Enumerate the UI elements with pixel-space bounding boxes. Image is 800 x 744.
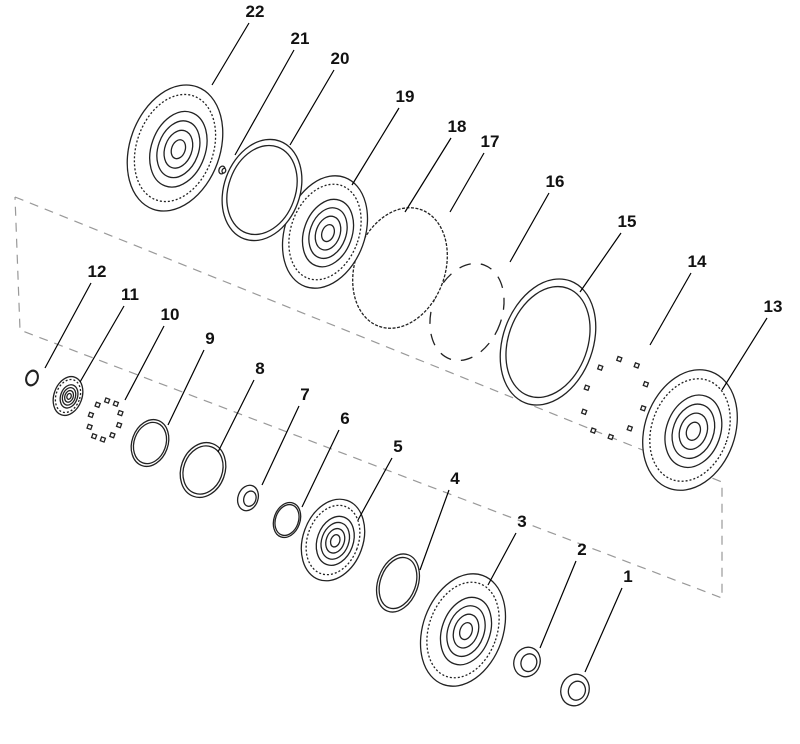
leader-line-20 [289, 69, 335, 146]
callout-13: 13 [764, 297, 783, 316]
leader-line-18 [404, 137, 452, 213]
callout-12: 12 [88, 262, 107, 281]
callout-7: 7 [300, 385, 309, 404]
callout-15: 15 [618, 212, 637, 231]
leader-line-19 [351, 107, 400, 186]
leader-line-13 [721, 317, 768, 391]
callout-6: 6 [340, 409, 349, 428]
leader-line-12 [44, 282, 92, 369]
leader-line-21 [234, 49, 295, 156]
leader-line-15 [579, 232, 622, 293]
part-12 [25, 369, 39, 387]
leader-line-6 [301, 429, 340, 508]
leader-line-22 [211, 22, 250, 86]
leader-line-9 [167, 349, 205, 426]
part-3 [419, 573, 507, 687]
callout-22: 22 [246, 2, 265, 21]
callout-1: 1 [623, 567, 632, 586]
callout-10: 10 [161, 305, 180, 324]
callout-19: 19 [396, 87, 415, 106]
part-10 [86, 397, 124, 443]
part-21 [218, 165, 227, 175]
part-11 [52, 375, 84, 417]
leader-line-16 [509, 192, 550, 263]
leader-line-2 [539, 560, 577, 649]
leader-line-7 [261, 405, 300, 486]
callout-17: 17 [481, 132, 500, 151]
part-19 [281, 175, 369, 289]
leader-line-11 [79, 305, 125, 383]
callout-9: 9 [205, 329, 214, 348]
callout-5: 5 [393, 437, 402, 456]
leader-line-14 [649, 272, 692, 346]
callout-20: 20 [331, 49, 350, 68]
leader-line-3 [487, 532, 517, 586]
part-1 [560, 673, 590, 707]
callout-4: 4 [450, 469, 460, 488]
callout-14: 14 [688, 252, 707, 271]
leader-line-10 [124, 325, 165, 401]
part-6 [272, 501, 302, 539]
callout-18: 18 [448, 117, 467, 136]
leader-line-4 [419, 489, 450, 571]
part-22 [126, 84, 224, 212]
part-13 [642, 369, 738, 491]
callout-3: 3 [517, 512, 526, 531]
callout-11: 11 [121, 285, 139, 304]
leader-line-5 [357, 457, 393, 521]
callout-21: 21 [291, 29, 310, 48]
leader-line-17 [449, 152, 485, 213]
part-2 [513, 646, 541, 678]
callout-16: 16 [546, 172, 565, 191]
leader-line-1 [584, 587, 623, 673]
part-14 [580, 355, 650, 441]
part-15 [499, 278, 597, 406]
part-4 [375, 553, 421, 613]
part-9 [130, 418, 170, 468]
part-8 [179, 441, 227, 499]
leader-line-8 [217, 379, 255, 453]
part-20 [221, 138, 303, 242]
callout-8: 8 [255, 359, 264, 378]
part-5 [300, 498, 366, 582]
part-7 [236, 484, 260, 512]
callout-2: 2 [577, 540, 586, 559]
